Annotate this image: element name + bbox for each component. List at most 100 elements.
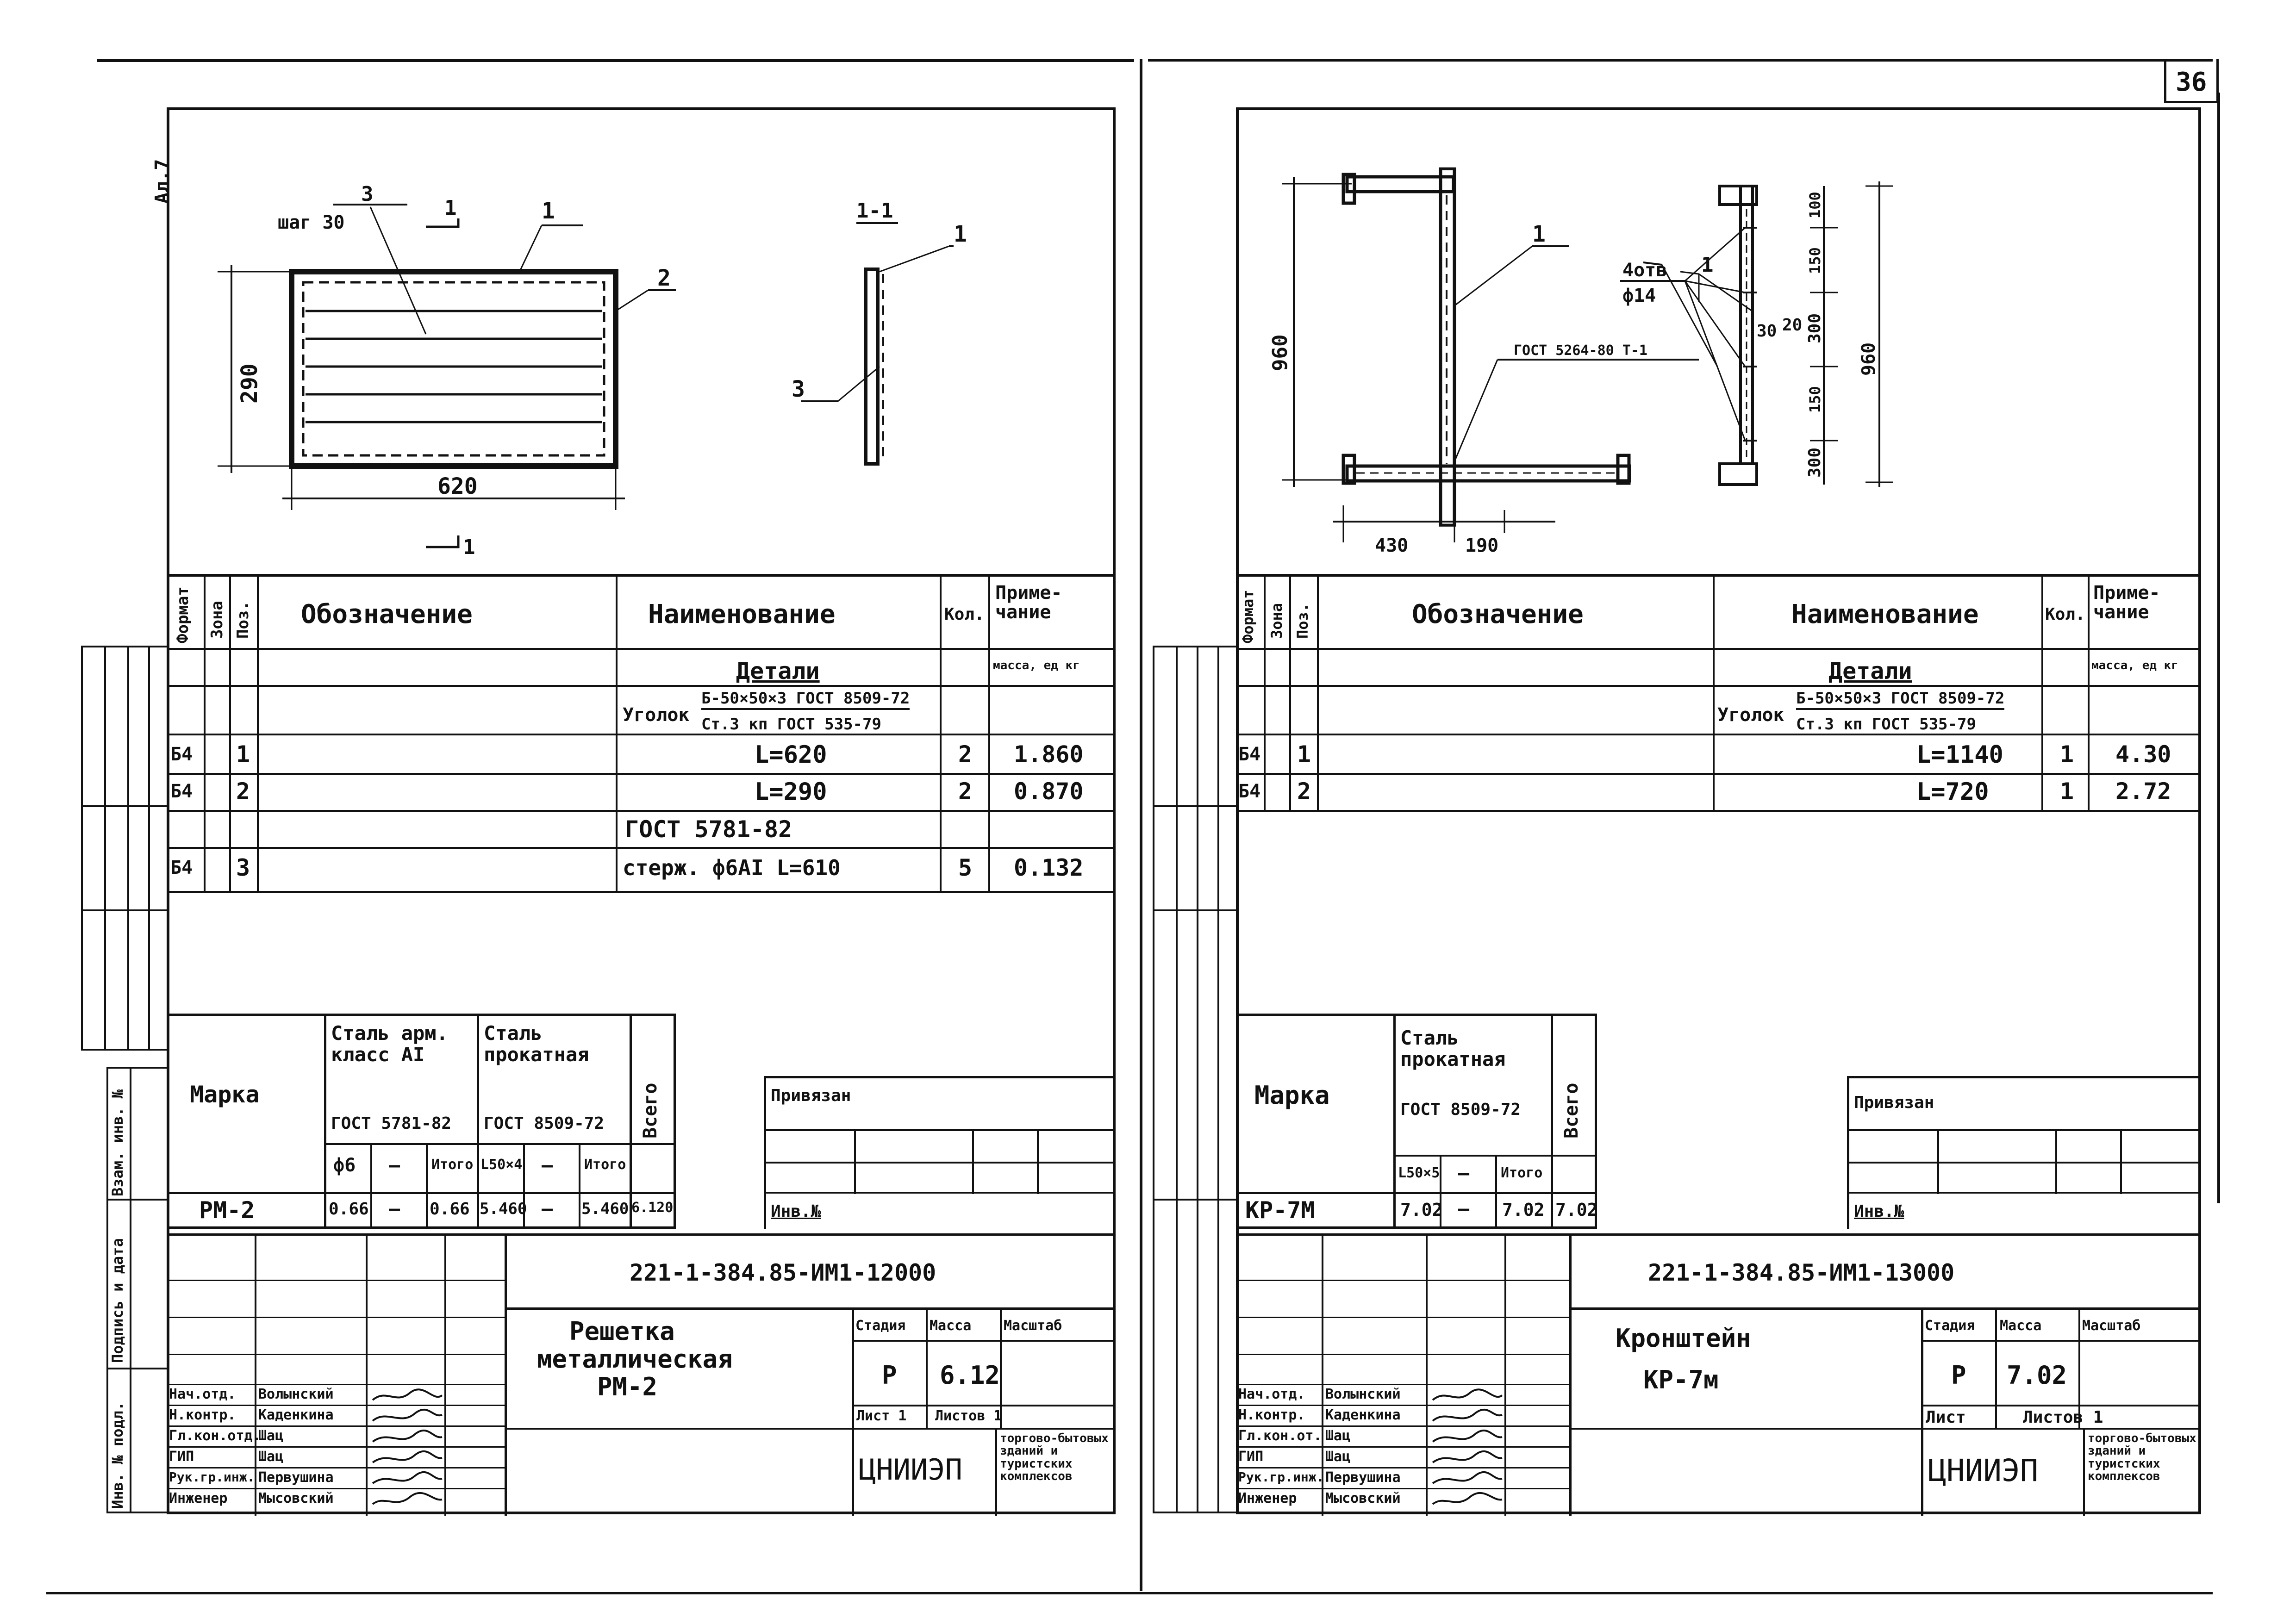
- section-profile: [864, 268, 880, 466]
- mark-header: Марка: [190, 1081, 260, 1108]
- svg-text:150: 150: [1806, 386, 1824, 413]
- svg-text:1: 1: [463, 535, 475, 559]
- angle-spec-top: Б-50×50×3 ГОСТ 8509-72: [701, 691, 910, 710]
- left-side-strip: [81, 646, 169, 1051]
- row4-note: 0.132: [1014, 854, 1084, 881]
- stage-value: Р: [882, 1361, 897, 1390]
- svg-text:ф14: ф14: [1622, 285, 1656, 306]
- hdr-format: Формат: [174, 586, 192, 643]
- bracket-top-lip: [1341, 173, 1356, 205]
- hdr-note: Приме-чание: [995, 582, 1062, 623]
- left-strip-divider-1: [104, 646, 106, 1051]
- title-line1: Решетка: [569, 1317, 675, 1346]
- svg-text:30: 30: [1757, 322, 1777, 341]
- bottom-rule: [46, 1592, 2213, 1594]
- svg-text:1: 1: [444, 196, 457, 220]
- rebar-gost: ГОСТ 5781-82: [331, 1114, 452, 1133]
- hdr-designation: Обозначение: [301, 599, 473, 629]
- right-strip-h2: [1153, 909, 1238, 911]
- stamp-signature-date: Подпись и дата: [109, 1238, 126, 1363]
- row1-name: L=620: [755, 741, 827, 769]
- row4-format: Б4: [170, 857, 193, 878]
- svg-text:430: 430: [1375, 535, 1408, 556]
- grate-outer: [289, 269, 618, 469]
- stamp-replace-inv: Взам. инв. №: [109, 1089, 126, 1196]
- right-strip-h1: [1153, 805, 1238, 807]
- row2-note: 0.870: [1014, 778, 1084, 805]
- left-spec-table: Формат Зона Поз. Обозначение Наименовани…: [167, 574, 1116, 949]
- org-name: ЦНИИЭП: [859, 1453, 962, 1487]
- bound-label: Привязан: [771, 1086, 851, 1105]
- page-number-box: [2164, 59, 2219, 103]
- svg-text:190: 190: [1465, 535, 1498, 556]
- rebar-header: Сталь арм. класс AI: [331, 1022, 448, 1066]
- right-strip-divider-2: [1197, 646, 1198, 1513]
- hdr-zone: Зона: [208, 601, 226, 639]
- row1-qty: 2: [958, 741, 973, 768]
- left-drawing: 290 620 1 1 3 шаг 30 1 2 1-1 1 3: [218, 182, 967, 559]
- hdr-name: Наименование: [648, 599, 836, 629]
- right-drawing: 960 430 190 1 ГОСТ 5264-80 Т-1 4отв ф14 …: [1268, 167, 1893, 556]
- svg-text:1: 1: [1532, 221, 1546, 247]
- dim-width: 620: [437, 473, 478, 499]
- inv-label: Инв.№: [771, 1202, 821, 1221]
- left-signature-scribbles: [372, 1388, 443, 1505]
- left-strip-divider-2: [127, 646, 129, 1051]
- stage-header: Стадия: [855, 1318, 906, 1334]
- steel-mark: РМ-2: [199, 1197, 255, 1224]
- hdr-qty: Кол.: [944, 605, 985, 624]
- bracket-web: [1439, 167, 1456, 527]
- left-strip-divider-3: [148, 646, 150, 1051]
- title-line2: металлическая: [537, 1344, 733, 1374]
- row1-note: 1.860: [1014, 741, 1084, 768]
- right-bound-block: Привязан Инв.№: [1847, 1076, 2201, 1229]
- svg-text:300: 300: [1805, 313, 1824, 343]
- svg-text:1: 1: [954, 221, 967, 247]
- weld-gost: ГОСТ 5264-80 Т-1: [1514, 342, 1647, 359]
- svg-text:шаг 30: шаг 30: [278, 212, 345, 233]
- right-signature-scribbles: [1432, 1388, 1503, 1505]
- left-stamp-divider: [130, 1067, 131, 1513]
- row4-name: стерж. ф6AI L=610: [623, 855, 841, 880]
- mass-unit: масса, ед кг: [993, 659, 1080, 672]
- row2-name: L=290: [755, 778, 827, 806]
- top-rule: [97, 59, 1134, 62]
- row1-format: Б4: [170, 744, 193, 765]
- row2-format: Б4: [170, 781, 193, 802]
- org-sub: торгово-бытовых зданий и туристских комп…: [1000, 1431, 1109, 1483]
- svg-text:960: 960: [1858, 342, 1879, 376]
- svg-text:1: 1: [1701, 253, 1714, 277]
- row1-pos: 1: [236, 741, 250, 768]
- right-top-rule: [1148, 59, 2213, 62]
- bracket-bottom-lip-right: [1616, 454, 1631, 485]
- row2-pos: 2: [236, 778, 250, 805]
- svg-text:3: 3: [361, 182, 374, 206]
- svg-text:20: 20: [1782, 316, 1802, 335]
- left-bound-block: Привязан Инв.№: [764, 1076, 1116, 1229]
- left-stamp-h1: [106, 1199, 169, 1201]
- sheet-label: Лист 1: [856, 1408, 907, 1424]
- bracket-bottom-lip-left: [1341, 454, 1356, 485]
- section-title: 1-1: [856, 199, 893, 223]
- dim-height: 290: [237, 363, 262, 404]
- mass-header: Масса: [930, 1318, 972, 1334]
- mass-value: 6.12: [940, 1361, 1000, 1390]
- right-strip-divider-1: [1176, 646, 1178, 1513]
- svg-text:2: 2: [657, 265, 671, 291]
- row4-pos: 3: [236, 854, 250, 881]
- row3-name: ГОСТ 5781-82: [625, 816, 792, 843]
- grate-bars: [306, 310, 602, 423]
- rolled-gost: ГОСТ 8509-72: [484, 1114, 605, 1133]
- right-side-strip: [1153, 646, 1238, 1513]
- right-strip-h3: [1153, 1199, 1238, 1201]
- hdr-pos: Поз.: [234, 601, 252, 639]
- svg-text:150: 150: [1806, 247, 1824, 274]
- center-divider: [1140, 59, 1142, 1591]
- left-title-block: 221-1-384.85-ИМ1-12000 Решетка металличе…: [167, 1233, 1116, 1516]
- svg-text:300: 300: [1805, 448, 1824, 478]
- title-line3: РМ-2: [597, 1372, 658, 1401]
- right-strip-divider-3: [1217, 646, 1219, 1513]
- doc-code: 221-1-384.85-ИМ1-12000: [630, 1259, 936, 1286]
- left-stamp-strip: [106, 1067, 169, 1513]
- side-top-angle: [1718, 185, 1758, 206]
